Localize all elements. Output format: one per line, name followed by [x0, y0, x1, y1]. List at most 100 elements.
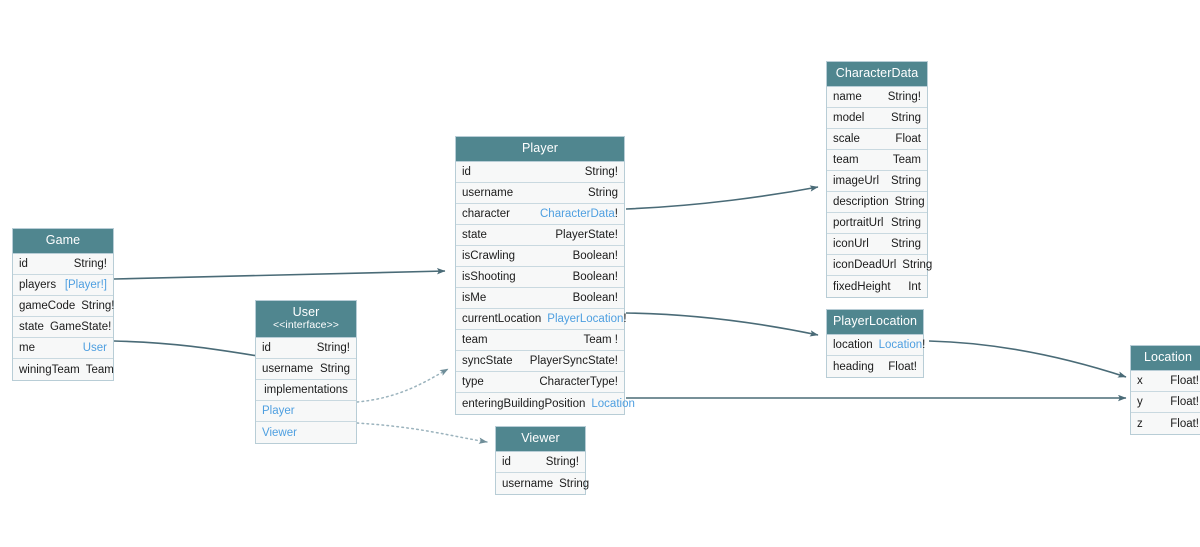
field-type: String: [319, 363, 350, 375]
entity-player-location[interactable]: PlayerLocation location Location! headin…: [826, 309, 926, 378]
field-name: state: [462, 229, 487, 241]
field-row[interactable]: currentLocation PlayerLocation!: [456, 309, 627, 330]
entity-user[interactable]: User <<interface>> id String! username S…: [255, 300, 357, 444]
field-row[interactable]: fixedHeight Int: [827, 276, 927, 297]
field-name: syncState: [462, 355, 513, 367]
field-type[interactable]: User: [82, 342, 107, 354]
field-row[interactable]: z Float!: [1131, 413, 1200, 434]
field-type: String: [559, 477, 590, 490]
field-row[interactable]: username String: [456, 183, 624, 204]
field-type: String!: [545, 456, 579, 468]
field-type[interactable]: CharacterData!: [540, 204, 618, 224]
field-row[interactable]: type CharacterType!: [456, 372, 624, 393]
field-row[interactable]: state PlayerState!: [456, 225, 624, 246]
entity-character-data[interactable]: CharacterData name String! model String …: [826, 61, 932, 298]
field-row[interactable]: portraitUrl String: [827, 213, 927, 234]
entity-player-location-title: PlayerLocation: [827, 310, 923, 335]
field-row[interactable]: id String!: [496, 452, 585, 473]
field-type[interactable]: [Player!]: [64, 279, 107, 291]
entity-viewer-title: Viewer: [496, 427, 585, 452]
field-name: id: [19, 258, 28, 270]
entity-user-title: User <<interface>>: [256, 301, 356, 338]
entity-location-title: Location: [1131, 346, 1200, 371]
field-type-link[interactable]: Location: [878, 339, 923, 351]
field-name: type: [462, 376, 484, 388]
field-type[interactable]: Location!: [879, 335, 926, 355]
field-row[interactable]: id String!: [13, 254, 113, 275]
field-row[interactable]: me User: [13, 338, 113, 359]
field-row[interactable]: gameCode String!: [13, 296, 115, 317]
field-row[interactable]: iconUrl String: [827, 234, 927, 255]
entity-user-name: User: [292, 305, 320, 319]
field-row[interactable]: isCrawling Boolean!: [456, 246, 624, 267]
entity-viewer[interactable]: Viewer id String! username String: [495, 426, 589, 495]
field-name: fixedHeight: [833, 280, 891, 293]
field-name: username: [462, 187, 514, 199]
field-name: isMe: [462, 292, 487, 304]
field-row[interactable]: character CharacterData!: [456, 204, 624, 225]
field-type-link[interactable]: PlayerLocation: [547, 313, 624, 325]
implementation-name: Viewer: [262, 426, 297, 439]
field-type[interactable]: PlayerLocation!: [547, 309, 626, 329]
field-row[interactable]: scale Float: [827, 129, 927, 150]
field-type: Boolean!: [572, 271, 618, 283]
field-type: PlayerSyncState!: [529, 355, 618, 367]
field-type: String: [894, 196, 925, 208]
field-type: Float!: [1170, 417, 1199, 430]
field-row[interactable]: x Float!: [1131, 371, 1200, 392]
field-row[interactable]: enteringBuildingPosition Location: [456, 393, 635, 414]
field-type: String: [890, 112, 921, 124]
field-row[interactable]: iconDeadUrl String: [827, 255, 932, 276]
edge-player-currentlocation-to-playerlocation: [625, 312, 819, 337]
field-name: character: [462, 208, 510, 220]
field-type: CharacterType!: [539, 376, 618, 388]
field-row[interactable]: y Float!: [1131, 392, 1200, 413]
entity-game[interactable]: Game id String! players [Player!] gameCo…: [12, 228, 115, 381]
field-name: isShooting: [462, 271, 516, 283]
field-name: id: [502, 456, 511, 468]
field-name: scale: [833, 133, 860, 145]
implementation-item-player[interactable]: Player: [256, 401, 356, 422]
field-name: me: [19, 342, 35, 354]
field-type: GameState!: [49, 321, 112, 333]
field-type[interactable]: Location: [591, 397, 635, 410]
field-row[interactable]: heading Float!: [827, 356, 923, 377]
field-row[interactable]: model String: [827, 108, 927, 129]
field-row[interactable]: isMe Boolean!: [456, 288, 624, 309]
field-type-link[interactable]: CharacterData: [540, 208, 615, 220]
field-row[interactable]: isShooting Boolean!: [456, 267, 624, 288]
field-name: winingTeam: [19, 363, 80, 376]
field-name: isCrawling: [462, 250, 516, 262]
field-row[interactable]: username String: [256, 359, 356, 380]
field-row[interactable]: username String: [496, 473, 589, 494]
field-row[interactable]: syncState PlayerSyncState!: [456, 351, 624, 372]
field-row[interactable]: id String!: [456, 162, 624, 183]
field-row[interactable]: team Team: [827, 150, 927, 171]
field-type: Boolean!: [572, 292, 618, 304]
field-type: PlayerState!: [555, 229, 618, 241]
field-type: String!: [584, 166, 618, 178]
field-row[interactable]: state GameState!: [13, 317, 113, 338]
field-row[interactable]: description String: [827, 192, 927, 213]
field-row[interactable]: winingTeam Team: [13, 359, 114, 380]
field-type: Float!: [888, 360, 917, 373]
field-name: location: [833, 339, 873, 351]
field-type: Int: [908, 280, 921, 293]
field-name: z: [1137, 417, 1143, 430]
implementation-item-viewer[interactable]: Viewer: [256, 422, 356, 443]
field-row[interactable]: players [Player!]: [13, 275, 113, 296]
field-name: x: [1137, 375, 1143, 387]
field-type: Team: [85, 363, 114, 376]
field-name: iconUrl: [833, 238, 869, 250]
entity-player[interactable]: Player id String! username String charac…: [455, 136, 635, 415]
entity-location[interactable]: Location x Float! y Float! z Float!: [1130, 345, 1200, 435]
field-name: portraitUrl: [833, 217, 884, 229]
field-row[interactable]: team Team !: [456, 330, 624, 351]
field-row[interactable]: imageUrl String: [827, 171, 927, 192]
field-name: id: [262, 342, 271, 354]
field-row[interactable]: id String!: [256, 338, 356, 359]
field-row[interactable]: name String!: [827, 87, 927, 108]
field-row[interactable]: location Location!: [827, 335, 926, 356]
field-type: Team: [892, 154, 921, 166]
field-name: state: [19, 321, 44, 333]
